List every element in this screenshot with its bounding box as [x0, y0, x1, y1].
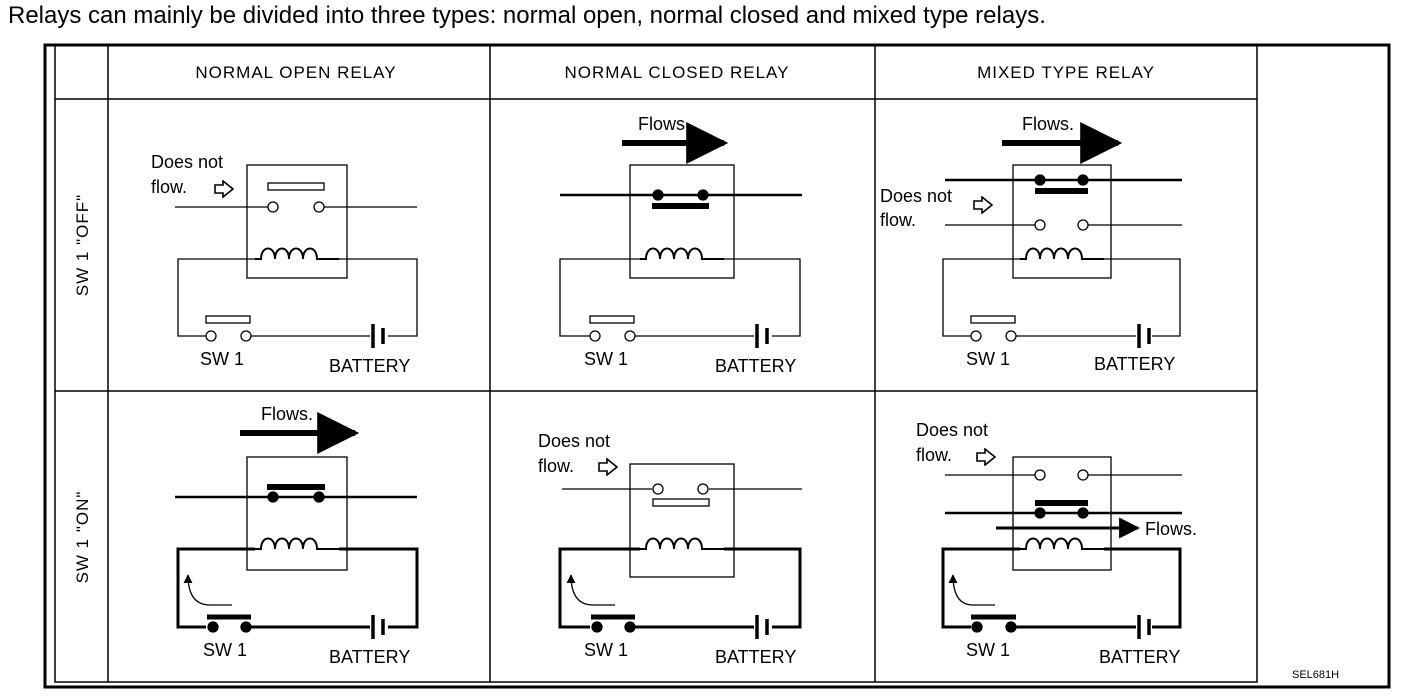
- label-flow-no-off: flow.: [151, 177, 187, 197]
- header-normal-open: NORMAL OPEN RELAY: [195, 63, 396, 82]
- header-normal-closed: NORMAL CLOSED RELAY: [565, 63, 790, 82]
- label-flows-mx-on: Flows.: [1145, 519, 1197, 539]
- label-flow-mx-off: flow.: [880, 210, 916, 230]
- label-flow-mx-on: flow.: [916, 445, 952, 465]
- circuit-normal-open-on: [175, 412, 419, 639]
- figure-code: SEL681H: [1292, 669, 1339, 681]
- label-battery-nc-off: BATTERY: [715, 356, 796, 376]
- row-label-sw1-off: SW 1 "OFF": [73, 194, 92, 296]
- caption: Relays can mainly be divided into three …: [8, 2, 1046, 29]
- label-flow-nc-on: flow.: [538, 456, 574, 476]
- label-battery-no-off: BATTERY: [329, 356, 410, 376]
- label-sw1-nc-off: SW 1: [584, 349, 628, 369]
- circuit-normal-open-off: [175, 164, 418, 348]
- label-battery-mx-on: BATTERY: [1099, 647, 1180, 667]
- label-sw1-mx-off: SW 1: [966, 349, 1010, 369]
- circuit-normal-closed-on: [558, 458, 802, 639]
- label-does-not-mx-off: Does not: [880, 186, 952, 206]
- circuit-mixed-off: [942, 122, 1182, 348]
- label-sw1-nc-on: SW 1: [584, 640, 628, 660]
- circuit-mixed-on: [941, 448, 1182, 639]
- row-label-sw1-on: SW 1 "ON": [73, 491, 92, 584]
- table-grid: [43, 43, 1391, 689]
- circuit-normal-closed-off: [559, 122, 802, 348]
- header-mixed-type: MIXED TYPE RELAY: [977, 63, 1155, 82]
- label-does-not-mx-on: Does not: [916, 420, 988, 440]
- label-flows-mx-off: Flows.: [1022, 114, 1074, 134]
- label-flows-no-on: Flows.: [261, 404, 313, 424]
- label-flows-nc-off: Flows.: [638, 114, 690, 134]
- label-sw1-no-on: SW 1: [203, 640, 247, 660]
- label-sw1-mx-on: SW 1: [966, 640, 1010, 660]
- label-sw1-no-off: SW 1: [200, 349, 244, 369]
- label-battery-nc-on: BATTERY: [715, 647, 796, 667]
- label-does-not-nc-on: Does not: [538, 431, 610, 451]
- label-battery-no-on: BATTERY: [329, 647, 410, 667]
- label-does-not-no-off: Does not: [151, 152, 223, 172]
- label-battery-mx-off: BATTERY: [1094, 354, 1175, 374]
